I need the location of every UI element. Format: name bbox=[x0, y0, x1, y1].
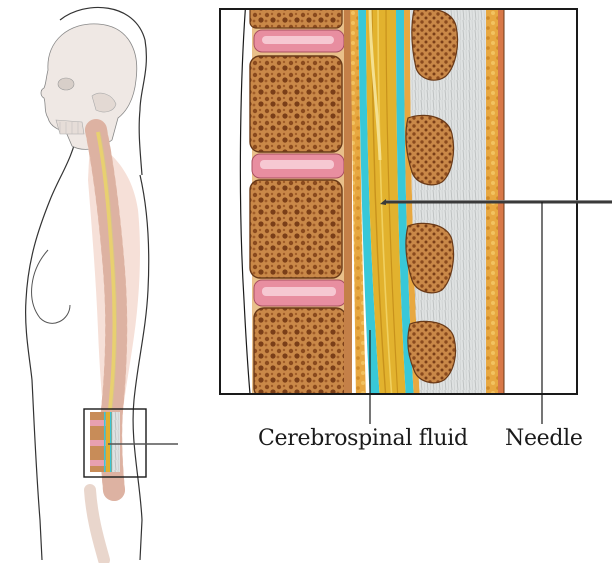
subcutaneous-fat bbox=[486, 0, 500, 400]
vertebra-2 bbox=[250, 56, 342, 152]
needle-label: Needle bbox=[505, 426, 583, 451]
chest-outline bbox=[32, 250, 70, 323]
vertebra-3 bbox=[250, 180, 342, 278]
inset-panel bbox=[220, 0, 577, 400]
vertebral-bodies bbox=[240, 0, 346, 400]
body-outline bbox=[26, 130, 78, 560]
vertebra-4 bbox=[254, 308, 346, 398]
posterior-longitudinal-ligament bbox=[344, 0, 352, 400]
spinous-process-3 bbox=[406, 223, 454, 292]
body-figure bbox=[26, 7, 178, 560]
skin-layer bbox=[498, 0, 504, 400]
vertebra-1 bbox=[250, 0, 342, 28]
lumbar-detail-small bbox=[90, 412, 120, 472]
spinous-process-4 bbox=[408, 321, 456, 382]
spinous-process-1 bbox=[412, 9, 458, 81]
spinous-process-2 bbox=[406, 115, 454, 184]
cerebrospinal-fluid-label: Cerebrospinal fluid bbox=[258, 426, 468, 451]
